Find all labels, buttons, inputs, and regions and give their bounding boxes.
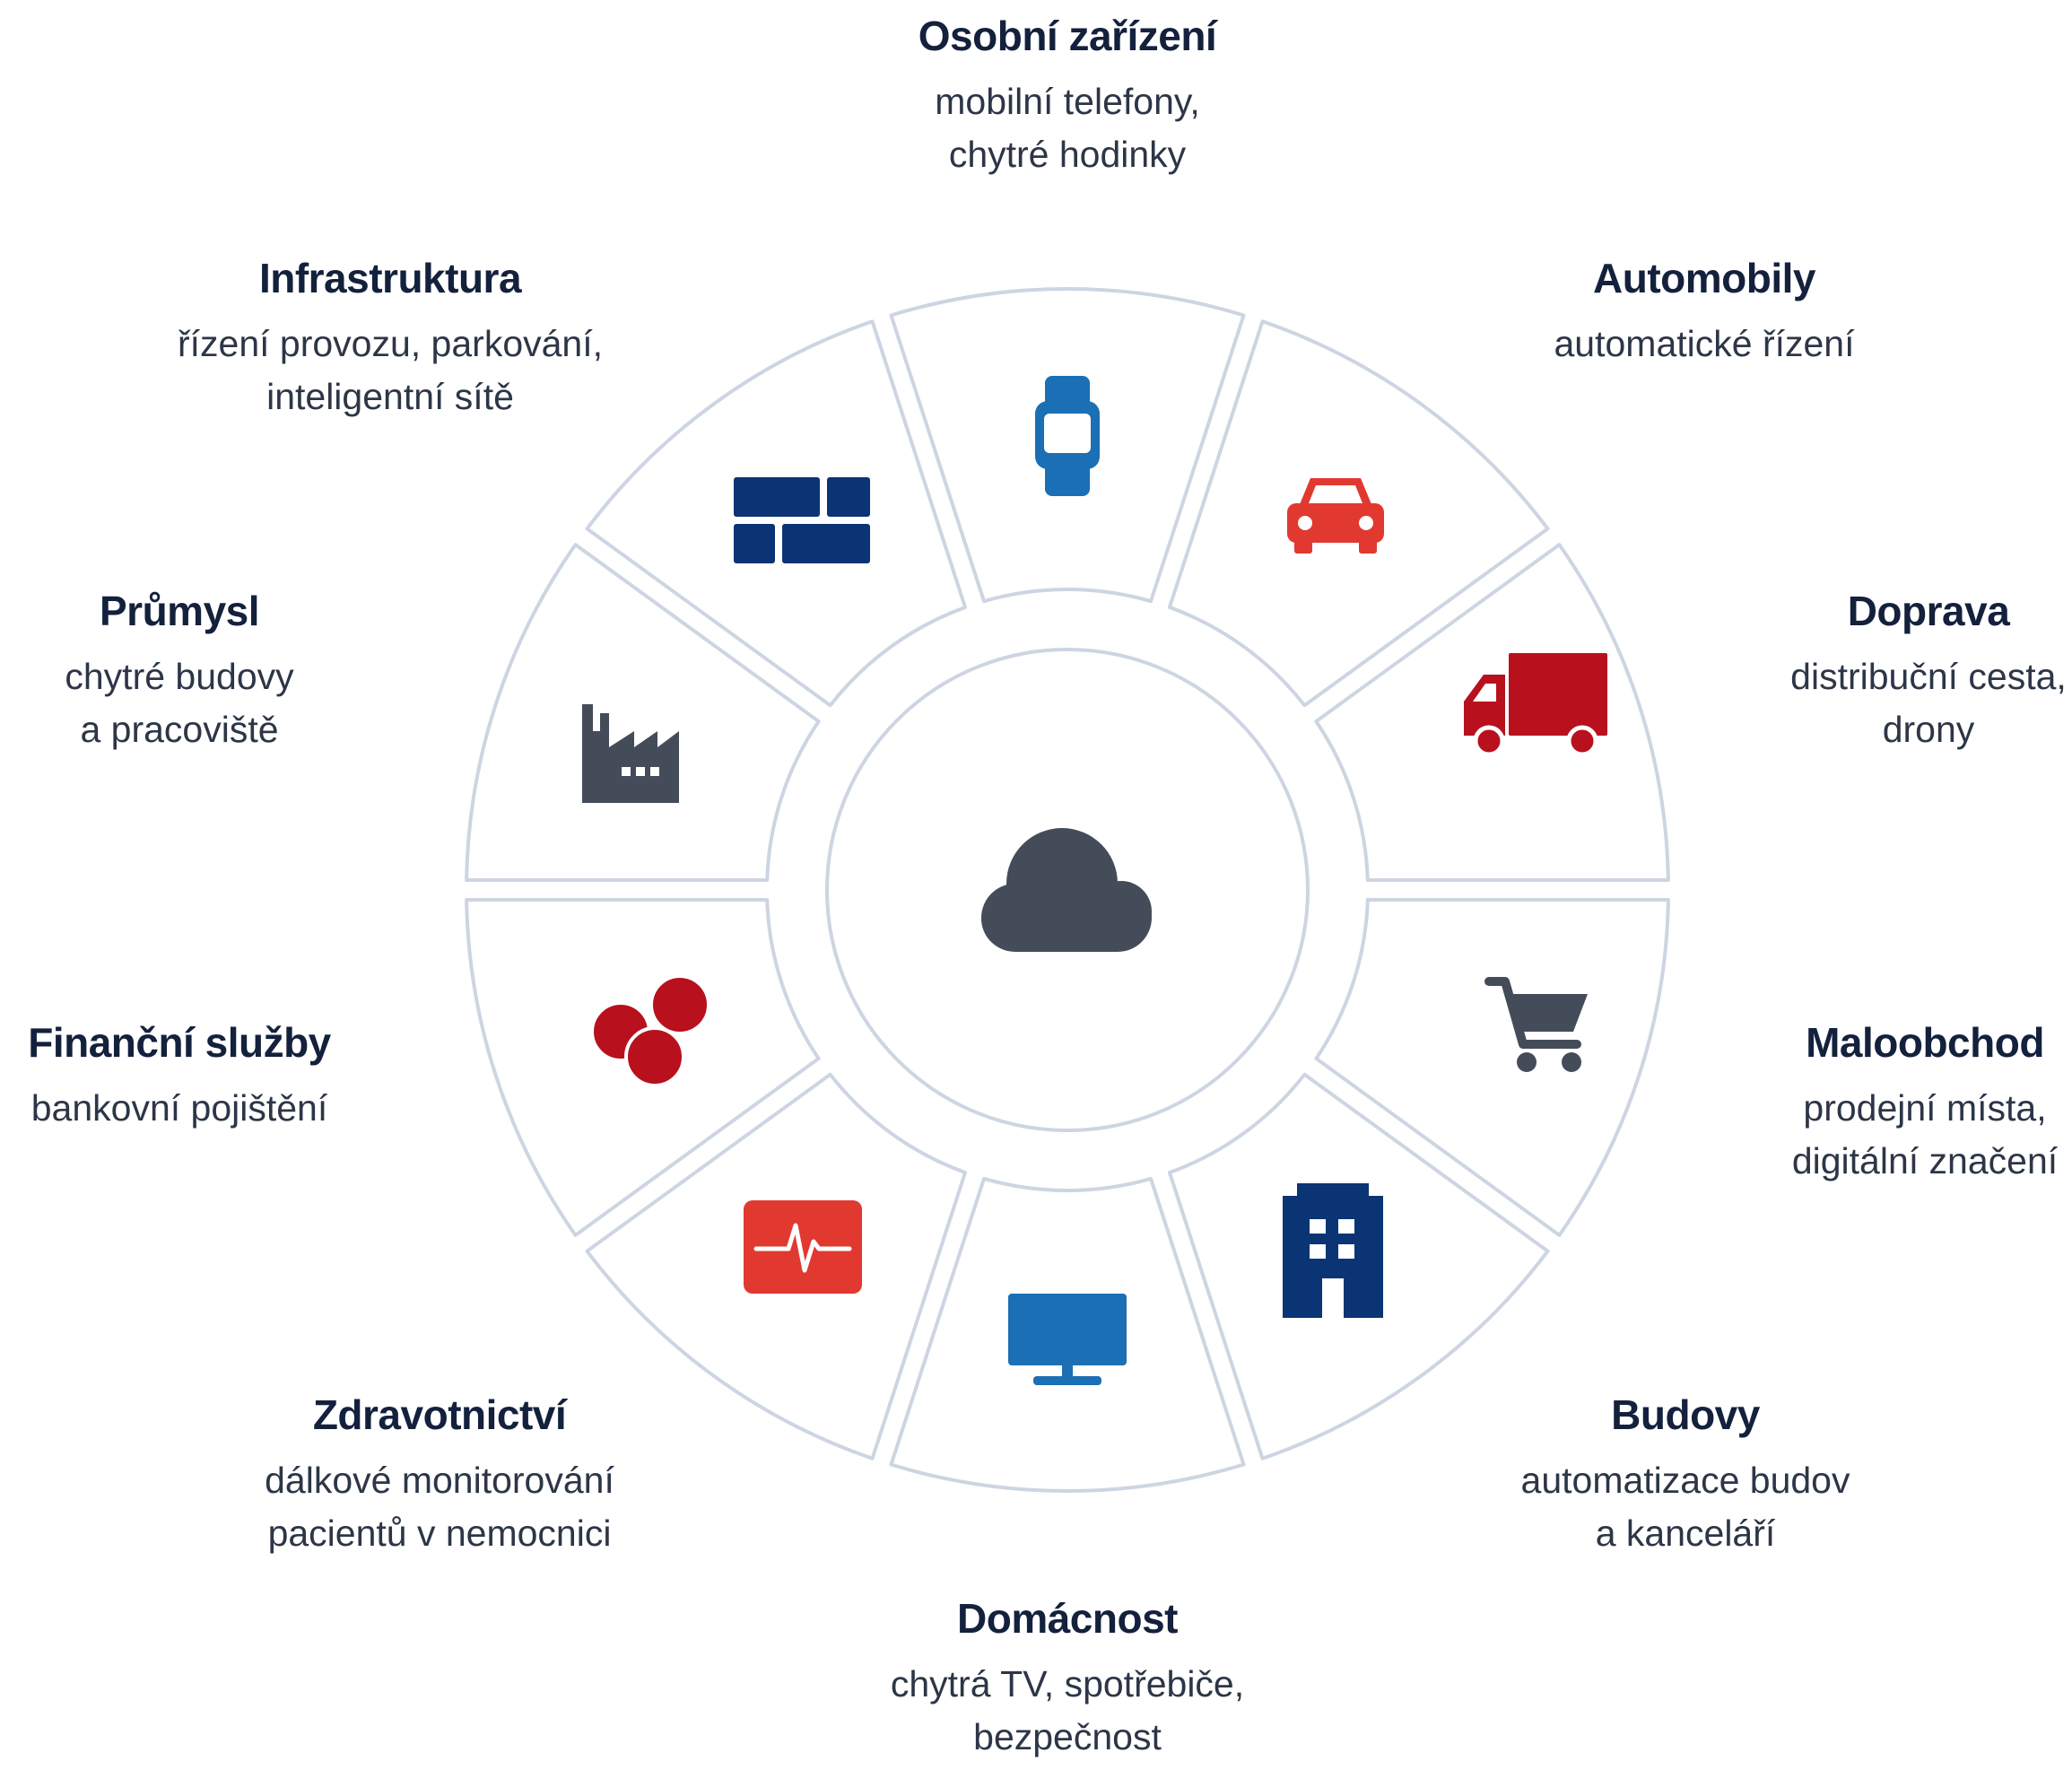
shopping-cart-icon [1484,977,1588,1072]
label-financni-sluzby: Finanční služby bankovní pojištění [0,1016,502,1135]
smartwatch-icon [1035,376,1100,496]
label-infrastruktura: Infrastruktura řízení provozu, parkování… [67,251,713,423]
sector-title: Infrastruktura [258,255,522,301]
sector-description: bankovní pojištění [30,1087,328,1129]
sector-description: automatizace budov a kanceláří [1520,1460,1850,1554]
label-domacnost: Domácnost chytrá TV, spotřebiče, bezpečn… [744,1591,1390,1764]
segment-prumysl [465,543,821,882]
sector-description: automatické řízení [1554,323,1855,364]
truck-icon [1464,653,1607,757]
sector-title: Osobní zařízení [918,13,1217,59]
cloud-icon [981,828,1152,952]
label-prumysl: Průmysl chytré budovy a pracoviště [0,584,502,756]
sector-description: řízení provozu, parkování, inteligentní … [177,323,604,417]
label-automobily: Automobily automatické řízení [1381,251,2027,371]
sector-description: chytrá TV, spotřebiče, bezpečnost [890,1663,1245,1757]
sector-title: Maloobchod [1806,1019,2044,1066]
brick-wall-icon [734,477,870,563]
segment-maloobchod [1314,898,1670,1237]
sector-title: Budovy [1611,1391,1760,1438]
sector-description: prodejní místa, digitální značení [1791,1087,2059,1181]
sector-title: Doprava [1847,588,2010,634]
label-maloobchod: Maloobchod prodejní místa, digitální zna… [1602,1016,2072,1188]
sector-description: dálkové monitorování pacientů v nemocnic… [265,1460,614,1554]
sector-title: Automobily [1593,255,1815,301]
sector-title: Zdravotnictví [312,1391,567,1438]
factory-icon [582,704,679,803]
monitor-icon [1008,1294,1127,1385]
label-zdravotnictvi: Zdravotnictví dálkové monitorování pacie… [117,1388,762,1560]
sector-description: chytré budovy a pracoviště [65,656,294,750]
label-doprava: Doprava distribuční cesta, drony [1606,584,2072,756]
label-osobni-zarizeni: Osobní zařízení mobilní telefony, chytré… [744,9,1390,181]
coins-icon [590,974,710,1087]
building-icon [1283,1183,1383,1318]
heart-monitor-icon [744,1200,862,1294]
sector-description: mobilní telefony, chytré hodinky [935,81,1200,175]
label-budovy: Budovy automatizace budov a kanceláří [1362,1388,2008,1560]
sector-description: distribuční cesta, drony [1790,656,2067,750]
sector-title: Průmysl [99,588,260,634]
sector-title: Finanční služby [28,1019,331,1066]
car-icon [1287,478,1384,554]
sector-title: Domácnost [957,1595,1178,1642]
